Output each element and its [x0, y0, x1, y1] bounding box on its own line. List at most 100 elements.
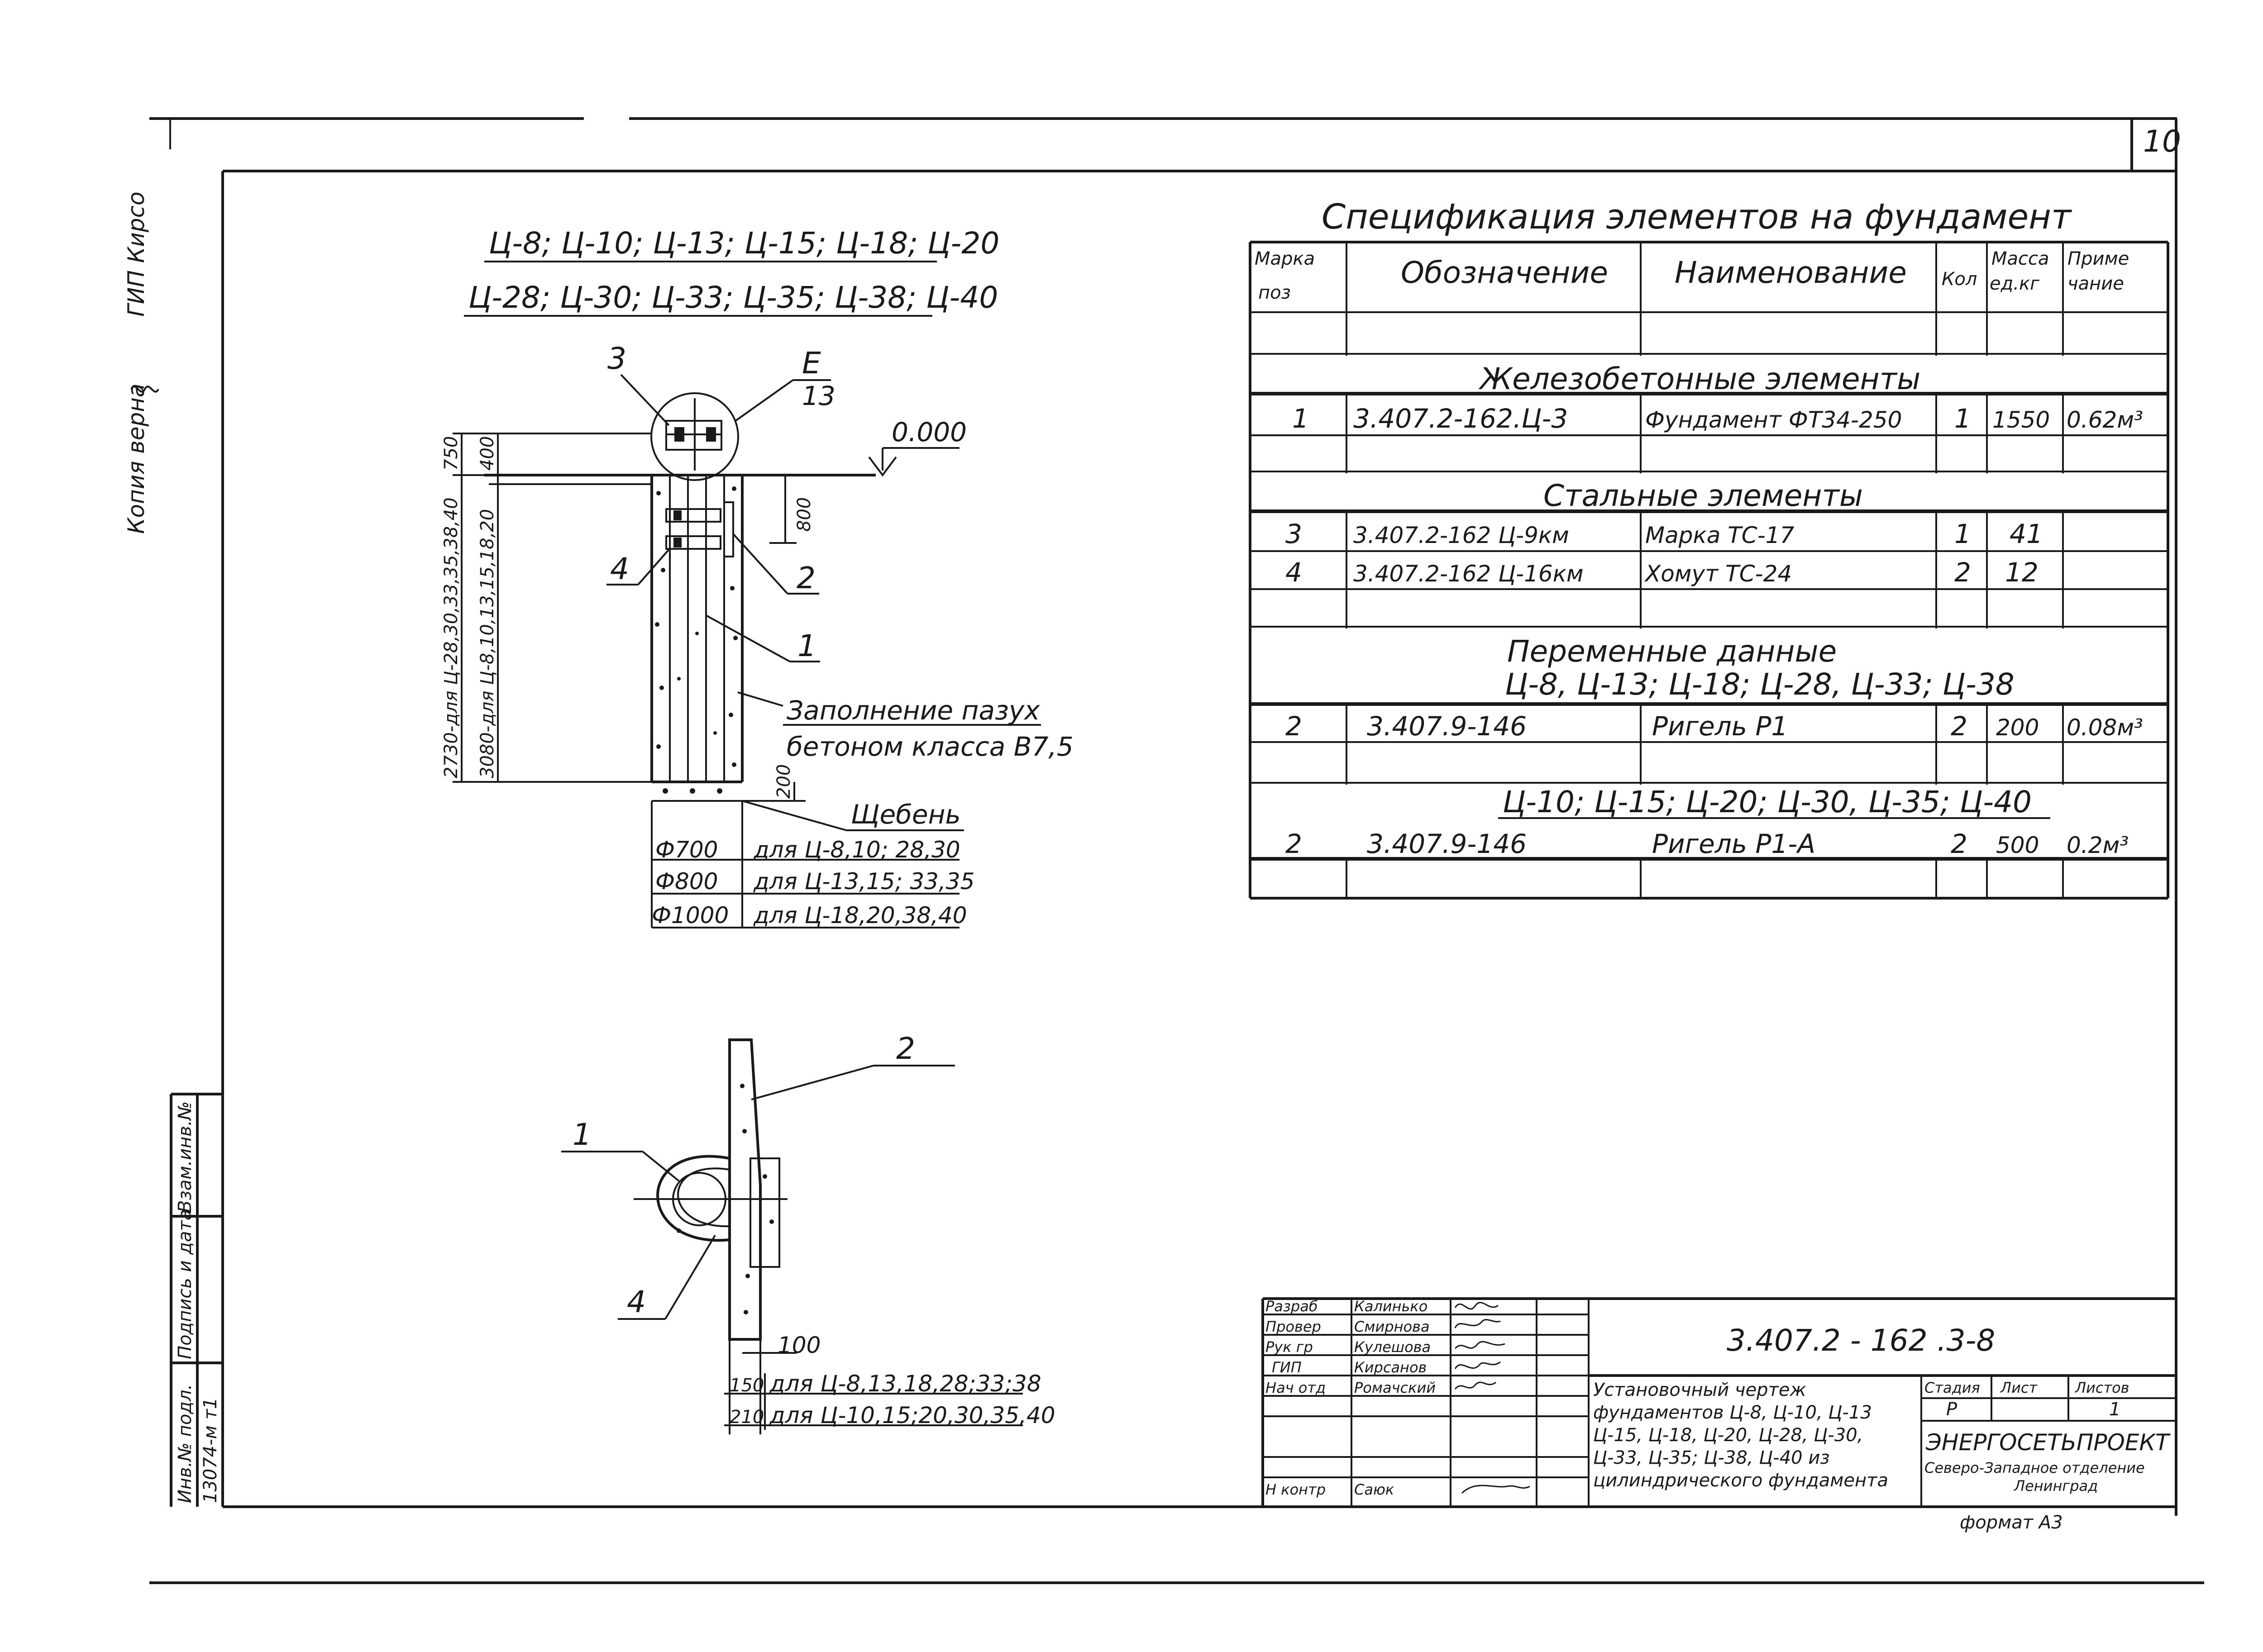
- description-1: фундаментов Ц-8, Ц-10, Ц-13: [1593, 1402, 1872, 1423]
- r4-designation: 3.407.2-162 Ц-16км: [1353, 561, 1584, 587]
- copy-note-signature-mark: [130, 386, 159, 393]
- node-dim-100: 100: [778, 1332, 821, 1358]
- role-2: Рук гр: [1265, 1338, 1313, 1356]
- org-name: ЭНЕРГОСЕТЬПРОЕКТ: [1925, 1429, 2171, 1456]
- callout-3: 3: [607, 341, 626, 376]
- description-2: Ц-15, Ц-18, Ц-20, Ц-28, Ц-30,: [1593, 1425, 1863, 1446]
- th-designation: Обозначение: [1401, 255, 1608, 290]
- r2b-name: Ригель Р1-А: [1652, 828, 1815, 859]
- diameter-0: Ф700: [655, 837, 718, 863]
- section-header-line1: Ц-8; Ц-10; Ц-13; Ц-15; Ц-18; Ц-20: [489, 226, 999, 261]
- stamp-inv-value: 13074-м т1: [200, 1398, 221, 1503]
- diameter-1: Ф800: [655, 868, 718, 895]
- r2a-note: 0.08м³: [2067, 714, 2143, 741]
- section-callout-2: 2: [797, 561, 816, 595]
- section-header-line2: Ц-28; Ц-30; Ц-33; Ц-35; Ц-38; Ц-40: [468, 280, 998, 315]
- sheet-label: Лист: [2000, 1379, 2038, 1396]
- r3-mark: 3: [1285, 519, 1302, 549]
- r3-designation: 3.407.2-162 Ц-9км: [1353, 522, 1569, 548]
- node-dimensions: [724, 1352, 1023, 1430]
- name-2: Кулешова: [1354, 1338, 1431, 1356]
- org-sub2: Ленинград: [2014, 1477, 2098, 1495]
- description-0: Установочный чертеж: [1593, 1380, 1806, 1400]
- page-number: 10: [2143, 124, 2181, 159]
- role-3: ГИП: [1272, 1359, 1302, 1376]
- sheets-label: Листов: [2075, 1379, 2129, 1396]
- node-callout-4: 4: [627, 1285, 646, 1319]
- diameter-2: Ф1000: [652, 902, 729, 928]
- dim-400: 400: [477, 436, 498, 471]
- callout-e: Е: [802, 346, 821, 381]
- name-5: Саюк: [1354, 1481, 1394, 1498]
- node-callout-1: 1: [573, 1117, 592, 1152]
- gravel-label: Щебень: [851, 799, 961, 830]
- section-callout-4: 4: [610, 552, 629, 586]
- group-var: Переменные данные: [1507, 634, 1837, 669]
- dim-2730: 2730-для Ц-28,30,33,35,38,40: [441, 497, 462, 778]
- node-for-150: для Ц-8,13,18,28;33;38: [769, 1371, 1041, 1397]
- dim-750: 750: [441, 436, 462, 471]
- th-qty: Кол: [1942, 269, 1977, 290]
- name-3: Кирсанов: [1354, 1359, 1427, 1376]
- detail-e-circle: [650, 392, 739, 481]
- r3-mass: 41: [2010, 519, 2043, 549]
- signatures: [1454, 1302, 1530, 1494]
- level-arrow: [868, 448, 897, 477]
- section-callout-1: 1: [797, 628, 816, 663]
- description-4: цилиндрического фундамента: [1593, 1470, 1888, 1491]
- name-1: Смирнова: [1354, 1318, 1430, 1335]
- r1-mass: 1550: [1992, 407, 2050, 433]
- node-dim-150: 150: [730, 1375, 764, 1396]
- role-1: Провер: [1265, 1318, 1321, 1335]
- doc-code: 3.407.2 - 162 .3-8: [1727, 1323, 1995, 1358]
- foundation-body: [650, 475, 744, 802]
- node-dim-210: 210: [730, 1407, 764, 1428]
- r2a-name: Ригель Р1: [1652, 711, 1788, 742]
- format-label: формат А3: [1960, 1512, 2063, 1533]
- sheet-frame: [149, 117, 2204, 1584]
- role-5: Н контр: [1265, 1481, 1326, 1498]
- r4-mark: 4: [1285, 557, 1302, 588]
- r3-qty: 1: [1954, 519, 1971, 549]
- r1-qty: 1: [1954, 403, 1971, 434]
- r3-name: Марка ТС-17: [1645, 522, 1795, 548]
- spec-table-data-verticals: [1250, 392, 2168, 898]
- copy-note-signature: ГИП Кирсо: [123, 191, 149, 317]
- r2b-mass: 500: [1996, 832, 2039, 858]
- diameter-2-for: для Ц-18,20,38,40: [753, 902, 967, 928]
- th-mass-1: Масса: [1991, 248, 2049, 269]
- r2b-qty: 2: [1951, 828, 1967, 859]
- dim-800: 800: [794, 497, 815, 532]
- r2a-mark: 2: [1285, 711, 1302, 742]
- th-mark-1: Марка: [1255, 248, 1315, 269]
- sheets-value: 1: [2109, 1399, 2120, 1420]
- r2b-note: 0.2м³: [2067, 832, 2129, 858]
- r4-name: Хомут ТС-24: [1644, 561, 1792, 587]
- name-0: Калинько: [1354, 1298, 1428, 1315]
- r1-designation: 3.407.2-162.Ц-3: [1353, 403, 1568, 434]
- stamp-replace-label: Взам.инв.№: [175, 1101, 196, 1213]
- r1-mark: 1: [1292, 403, 1309, 434]
- diameter-table-lines: [651, 801, 960, 928]
- node-for-210: для Ц-10,15;20,30,35,40: [769, 1402, 1055, 1428]
- var-list-2: Ц-10; Ц-15; Ц-20; Ц-30, Ц-35; Ц-40: [1503, 785, 2032, 819]
- th-note-1: Приме: [2067, 248, 2129, 269]
- stage-label: Стадия: [1924, 1379, 1980, 1396]
- callout-e-sheet: 13: [802, 381, 835, 411]
- r2b-designation: 3.407.9-146: [1367, 828, 1527, 859]
- spec-title: Спецификация элементов на фундамент: [1322, 196, 2072, 237]
- group-rc: Железобетонные элементы: [1478, 362, 1920, 396]
- node-detail: [634, 1038, 788, 1434]
- var-list-1: Ц-8, Ц-13; Ц-18; Ц-28, Ц-33; Ц-38: [1505, 667, 2015, 702]
- role-4: Нач отд: [1265, 1379, 1326, 1396]
- r2a-mass: 200: [1996, 714, 2039, 741]
- org-sub: Северо-Западное отделение: [1924, 1459, 2145, 1476]
- r2a-designation: 3.407.9-146: [1367, 711, 1527, 742]
- group-steel: Стальные элементы: [1543, 478, 1863, 513]
- diameter-1-for: для Ц-13,15; 33,35: [753, 868, 974, 895]
- stamp-sign-label: Подпись и дата: [175, 1209, 196, 1359]
- left-stamp: [170, 1093, 223, 1507]
- r2a-qty: 2: [1951, 711, 1967, 742]
- note-fill-line1: Заполнение пазух: [787, 695, 1040, 726]
